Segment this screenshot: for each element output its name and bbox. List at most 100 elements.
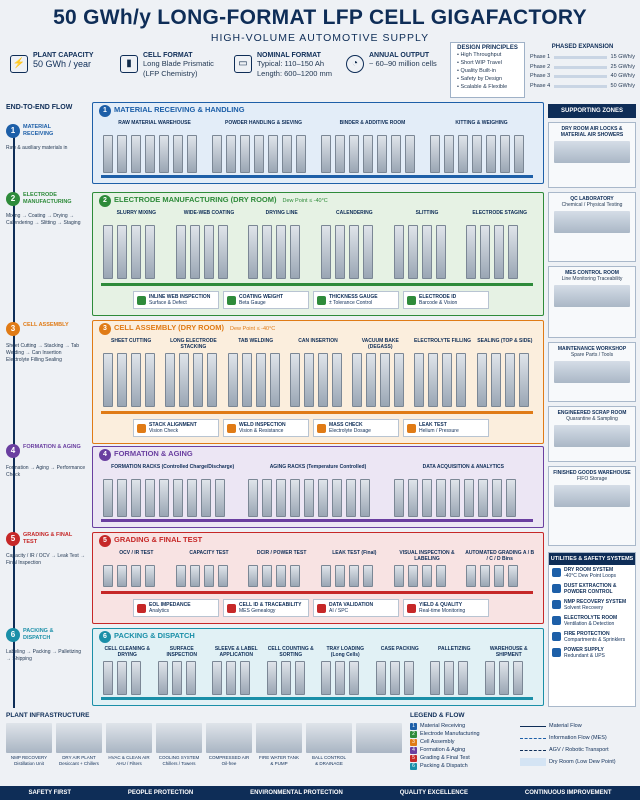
process-station-label: CAN INSERTION xyxy=(298,338,338,344)
machine xyxy=(266,661,277,695)
conveyor-line xyxy=(101,411,533,414)
machine xyxy=(505,479,516,517)
inspection-icon xyxy=(137,295,146,305)
machine xyxy=(145,135,155,173)
machine xyxy=(407,479,418,517)
process-equipment xyxy=(266,661,316,695)
machine xyxy=(248,225,259,279)
infrastructure-image xyxy=(206,723,252,753)
process-equipment xyxy=(103,479,242,517)
legend-swatch: 2 xyxy=(410,730,417,738)
process-equipment xyxy=(484,661,534,695)
machine xyxy=(103,353,113,407)
machine xyxy=(477,479,488,517)
machine xyxy=(321,661,331,695)
machine xyxy=(421,565,432,587)
process-station-label: PALLETIZING xyxy=(438,646,471,652)
utility-icon xyxy=(552,600,561,609)
process-station-label: POWDER HANDLING & SIEVING xyxy=(225,120,302,126)
machine xyxy=(321,135,331,173)
machine xyxy=(363,225,373,279)
page-subtitle: HIGH-VOLUME AUTOMOTIVE SUPPLY xyxy=(210,32,430,44)
process-equipment xyxy=(393,479,533,517)
machine xyxy=(189,225,200,279)
legend-swatch: 6 xyxy=(410,762,417,770)
process-equipment xyxy=(165,353,221,407)
process-station-label: CASE PACKING xyxy=(380,646,419,652)
process-equipment xyxy=(414,353,470,407)
support-zone-image xyxy=(554,485,630,507)
support-zone: DRY ROOM AIR LOCKS & MATERIAL AIR SHOWER… xyxy=(548,122,636,188)
machine xyxy=(282,135,292,173)
process-equipment xyxy=(289,353,346,407)
machine xyxy=(262,225,273,279)
machine xyxy=(349,661,359,695)
infrastructure-item xyxy=(356,723,402,766)
machine xyxy=(435,225,446,279)
machine xyxy=(335,135,345,173)
machine xyxy=(227,353,238,407)
machine xyxy=(321,565,331,587)
process-station-label: CAPACITY TEST xyxy=(189,550,229,556)
step-desc: Labeling → Packing → Palletizing → Shipp… xyxy=(6,649,82,662)
infrastructure-image xyxy=(256,723,302,753)
machine xyxy=(435,565,446,587)
machine xyxy=(217,225,228,279)
footer-value: QUALITY EXCELLENCE xyxy=(399,790,468,796)
machine xyxy=(490,353,501,407)
process-station-label: CALENDERING xyxy=(335,210,373,216)
footer-value: CONTINUOUS IMPROVEMENT xyxy=(524,790,612,796)
process-equipment xyxy=(321,565,388,587)
legend-swatch: 5 xyxy=(410,754,417,762)
machine xyxy=(380,353,391,407)
machine xyxy=(514,135,524,173)
utility-icon xyxy=(552,584,561,593)
machine xyxy=(480,565,491,587)
machine xyxy=(289,353,300,407)
machine xyxy=(175,565,186,587)
machine xyxy=(189,565,200,587)
step-number: 1 xyxy=(6,124,20,138)
machine xyxy=(394,353,405,407)
machine xyxy=(393,225,404,279)
machine xyxy=(159,135,169,173)
utility-icon xyxy=(552,632,561,641)
machine xyxy=(212,661,222,695)
machine xyxy=(393,479,404,517)
step-name: ELECTRODE MANUFACTURING xyxy=(23,192,72,205)
machine xyxy=(332,479,343,517)
support-zone-image xyxy=(554,425,630,447)
machine xyxy=(466,565,477,587)
step-number: 5 xyxy=(6,532,20,546)
conveyor-line xyxy=(101,175,533,178)
step-desc: Formation → Aging → Performance Check xyxy=(6,465,86,478)
process-station-label: TRAY LOADING (Long Cells) xyxy=(326,646,364,658)
legend-line-sample xyxy=(520,737,546,739)
machine xyxy=(159,479,169,517)
machine xyxy=(442,353,453,407)
machine xyxy=(269,353,280,407)
machine xyxy=(476,353,487,407)
machine xyxy=(363,135,373,173)
machine xyxy=(349,225,359,279)
machine xyxy=(103,565,113,587)
inspection-icon xyxy=(407,423,416,433)
process-station-label: LONG ELECTRODE STACKING xyxy=(170,338,217,350)
step-number: 3 xyxy=(6,322,20,336)
machine xyxy=(103,479,113,517)
process-equipment xyxy=(175,225,243,279)
machine xyxy=(304,479,315,517)
